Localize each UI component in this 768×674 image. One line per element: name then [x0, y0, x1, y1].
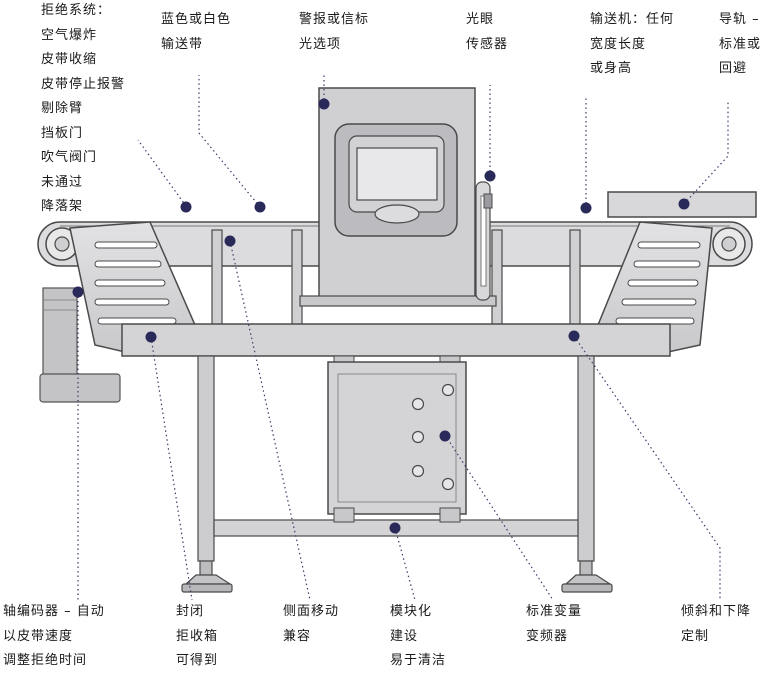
control-cabinet [327, 361, 467, 523]
label-belt-color: 蓝色或白色 输送带 [161, 12, 232, 52]
marker-guide-rail [678, 198, 690, 210]
label-enclosed-bin: 封闭 拒收箱 可得到 [176, 604, 219, 668]
marker-conveyor [580, 202, 592, 214]
display-screen [356, 147, 438, 201]
marker-bin [145, 331, 157, 343]
label-incline: 倾斜和下降 定制 [681, 604, 752, 644]
label-photo-eye: 光眼 传感器 [466, 12, 509, 52]
label-reject-system: 拒绝系统： 空气爆炸 皮带收缩 皮带停止报警 剔除臂 挡板门 吹气阀门 未通过 … [41, 3, 126, 214]
label-vfd: 标准变量 变频器 [526, 604, 583, 644]
label-modular: 模块化 建设 易于清洁 [390, 604, 447, 668]
detector-head [299, 87, 497, 307]
drive-motor [39, 287, 121, 403]
left-side-guard [69, 221, 197, 353]
marker-photo-eye [484, 170, 496, 182]
marker-alarm [318, 98, 330, 110]
callout-markers [72, 98, 690, 534]
photo-eye-sensor [475, 181, 493, 301]
label-side-move: 侧面移动 兼容 [283, 604, 340, 644]
marker-incline [568, 330, 580, 342]
marker-side-move [224, 235, 236, 247]
marker-modular [389, 522, 401, 534]
label-encoder: 轴编码器 – 自动 以皮带速度 调整拒绝时间 [3, 604, 105, 668]
label-alarm-options: 警报或信标 光选项 [299, 12, 370, 52]
marker-vfd [439, 430, 451, 442]
leveling-feet [181, 560, 613, 593]
marker-belt [254, 201, 266, 213]
keypad [374, 204, 420, 224]
label-guide-rail: 导轨 – 标准或 回避 [719, 12, 762, 76]
label-conveyor: 输送机：任何 宽度长度 或身高 [590, 12, 675, 76]
leader-lines [77, 75, 729, 601]
marker-encoder [72, 286, 84, 298]
marker-reject-system [180, 201, 192, 213]
right-side-guard [597, 221, 713, 353]
